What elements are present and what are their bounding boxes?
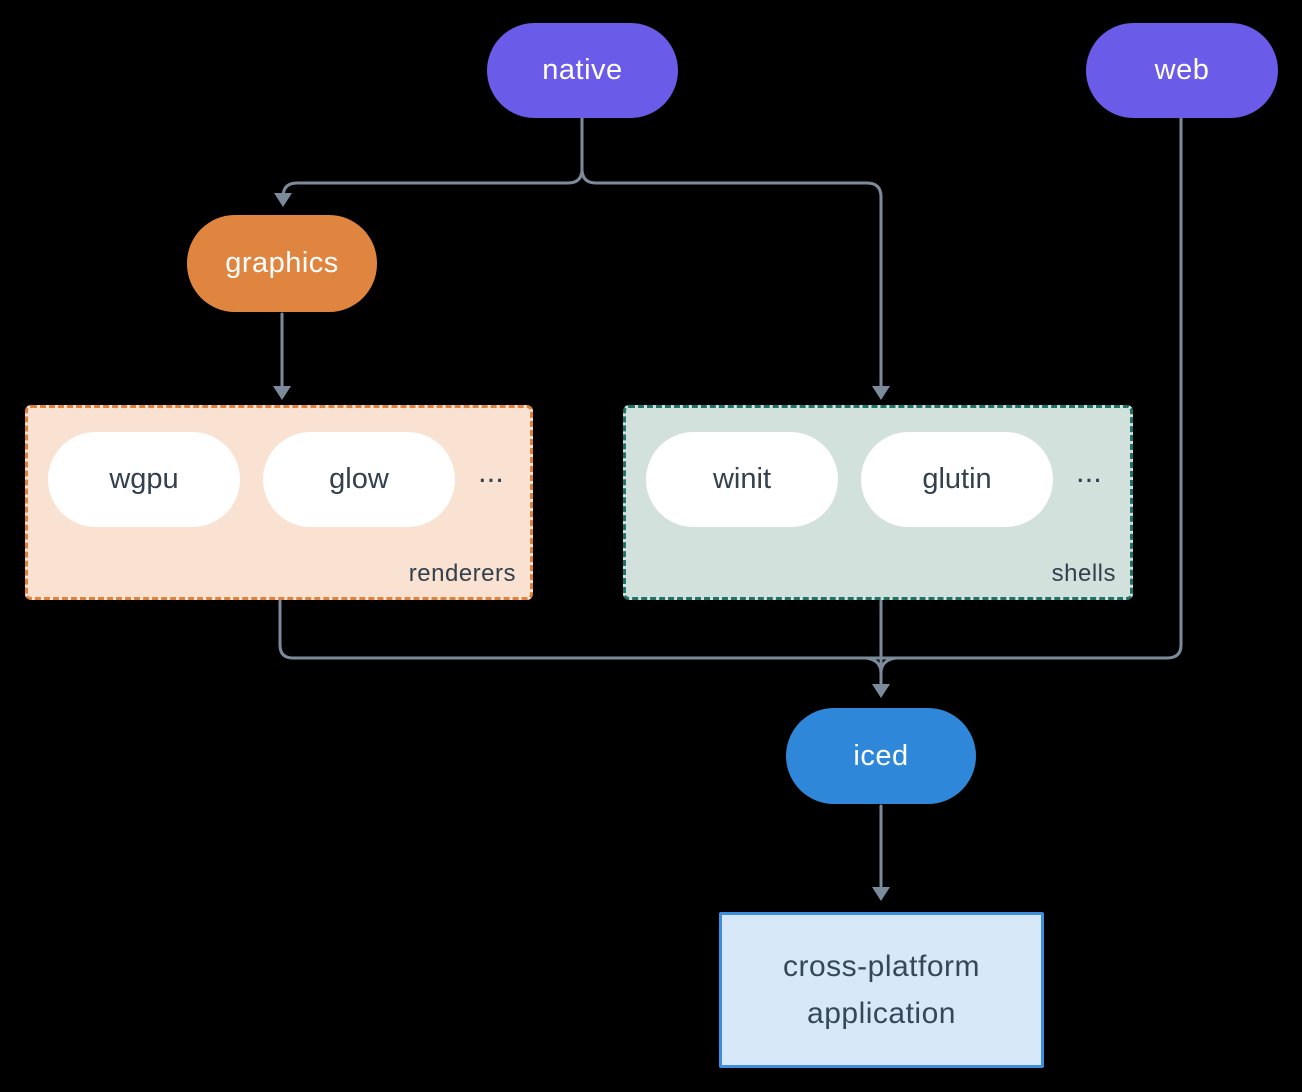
- node-wgpu-label: wgpu: [109, 463, 179, 495]
- group-shells: winit glutin ... shells: [623, 405, 1133, 600]
- node-iced: iced: [786, 708, 976, 804]
- node-application: cross-platform application: [719, 912, 1044, 1068]
- node-winit: winit: [646, 432, 838, 527]
- node-native: native: [487, 23, 678, 118]
- node-graphics-label: graphics: [225, 247, 339, 279]
- node-native-label: native: [542, 54, 623, 86]
- node-web: web: [1086, 23, 1278, 118]
- group-renderers: wgpu glow ... renderers: [25, 405, 533, 600]
- edge-native-graphics: [281, 116, 584, 199]
- arrowhead-iced: [872, 684, 890, 698]
- renderers-group-label: renderers: [408, 560, 516, 587]
- arrowhead-renderers: [273, 386, 291, 400]
- node-application-label-line2: application: [807, 997, 956, 1030]
- merge-fillet-left: [864, 656, 883, 675]
- arrowhead-app: [872, 887, 890, 901]
- node-glow: glow: [263, 432, 455, 527]
- renderers-ellipsis: ...: [478, 454, 504, 489]
- node-glutin-label: glutin: [922, 463, 992, 495]
- node-glutin: glutin: [861, 432, 1053, 527]
- arrowhead-graphics: [274, 193, 292, 207]
- shells-group-label: shells: [1051, 560, 1116, 587]
- shells-ellipsis: ...: [1076, 454, 1102, 489]
- node-web-label: web: [1154, 54, 1210, 86]
- merge-fillet-right: [879, 656, 898, 675]
- arrowhead-shells: [872, 386, 890, 400]
- edge-renderers-merge: [278, 599, 1169, 660]
- edge-native-shells: [580, 167, 883, 389]
- node-wgpu: wgpu: [48, 432, 240, 527]
- node-glow-label: glow: [329, 463, 389, 495]
- node-winit-label: winit: [712, 463, 771, 495]
- node-iced-label: iced: [853, 739, 909, 772]
- edge-web-merge: [1165, 116, 1183, 660]
- node-application-label-line1: cross-platform: [782, 950, 981, 983]
- node-graphics: graphics: [187, 215, 377, 312]
